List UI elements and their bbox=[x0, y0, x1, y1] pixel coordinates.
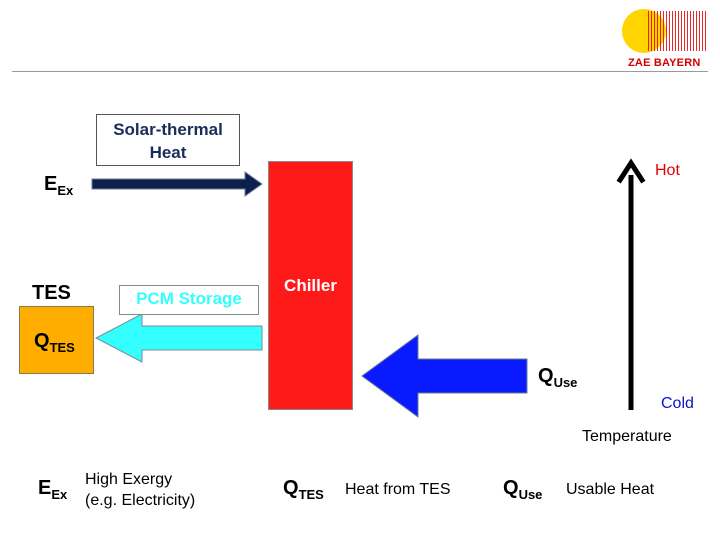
legend-quse-description: Usable Heat bbox=[566, 481, 655, 498]
exergy-arrow bbox=[91, 171, 263, 197]
solar-thermal-line1: Solar-thermal bbox=[113, 120, 223, 139]
legend-quse-symbol: QUse bbox=[503, 477, 543, 502]
legend-eex-symbol: EEx bbox=[38, 477, 68, 502]
use-arrow bbox=[361, 334, 528, 418]
solar-thermal-label: Solar-thermal Heat bbox=[96, 114, 240, 166]
tes-title: TES bbox=[32, 282, 71, 304]
tes-storage-box bbox=[19, 306, 94, 374]
hot-label: Hot bbox=[655, 162, 680, 179]
header-divider bbox=[12, 71, 708, 72]
legend-qtes-symbol: QTES bbox=[283, 477, 324, 502]
temperature-label: Temperature bbox=[582, 428, 672, 445]
pcm-storage-label: PCM Storage bbox=[119, 285, 259, 315]
cold-label: Cold bbox=[661, 395, 694, 412]
chiller-block: Chiller bbox=[268, 161, 353, 410]
eex-symbol: EEx bbox=[44, 173, 74, 198]
qtes-symbol: QTES bbox=[34, 330, 75, 355]
chiller-label: Chiller bbox=[284, 276, 337, 295]
pcm-arrow bbox=[94, 313, 263, 363]
legend-eex-description: High Exergy (e.g. Electricity) bbox=[85, 471, 196, 509]
quse-symbol: QUse bbox=[538, 365, 578, 390]
temperature-arrow-head-icon bbox=[616, 158, 646, 184]
legend-qtes-description: Heat from TES bbox=[345, 481, 451, 498]
logo-text: ZAE BAYERN bbox=[628, 57, 701, 69]
logo-rays-icon bbox=[648, 11, 706, 51]
solar-thermal-line2: Heat bbox=[149, 143, 187, 162]
